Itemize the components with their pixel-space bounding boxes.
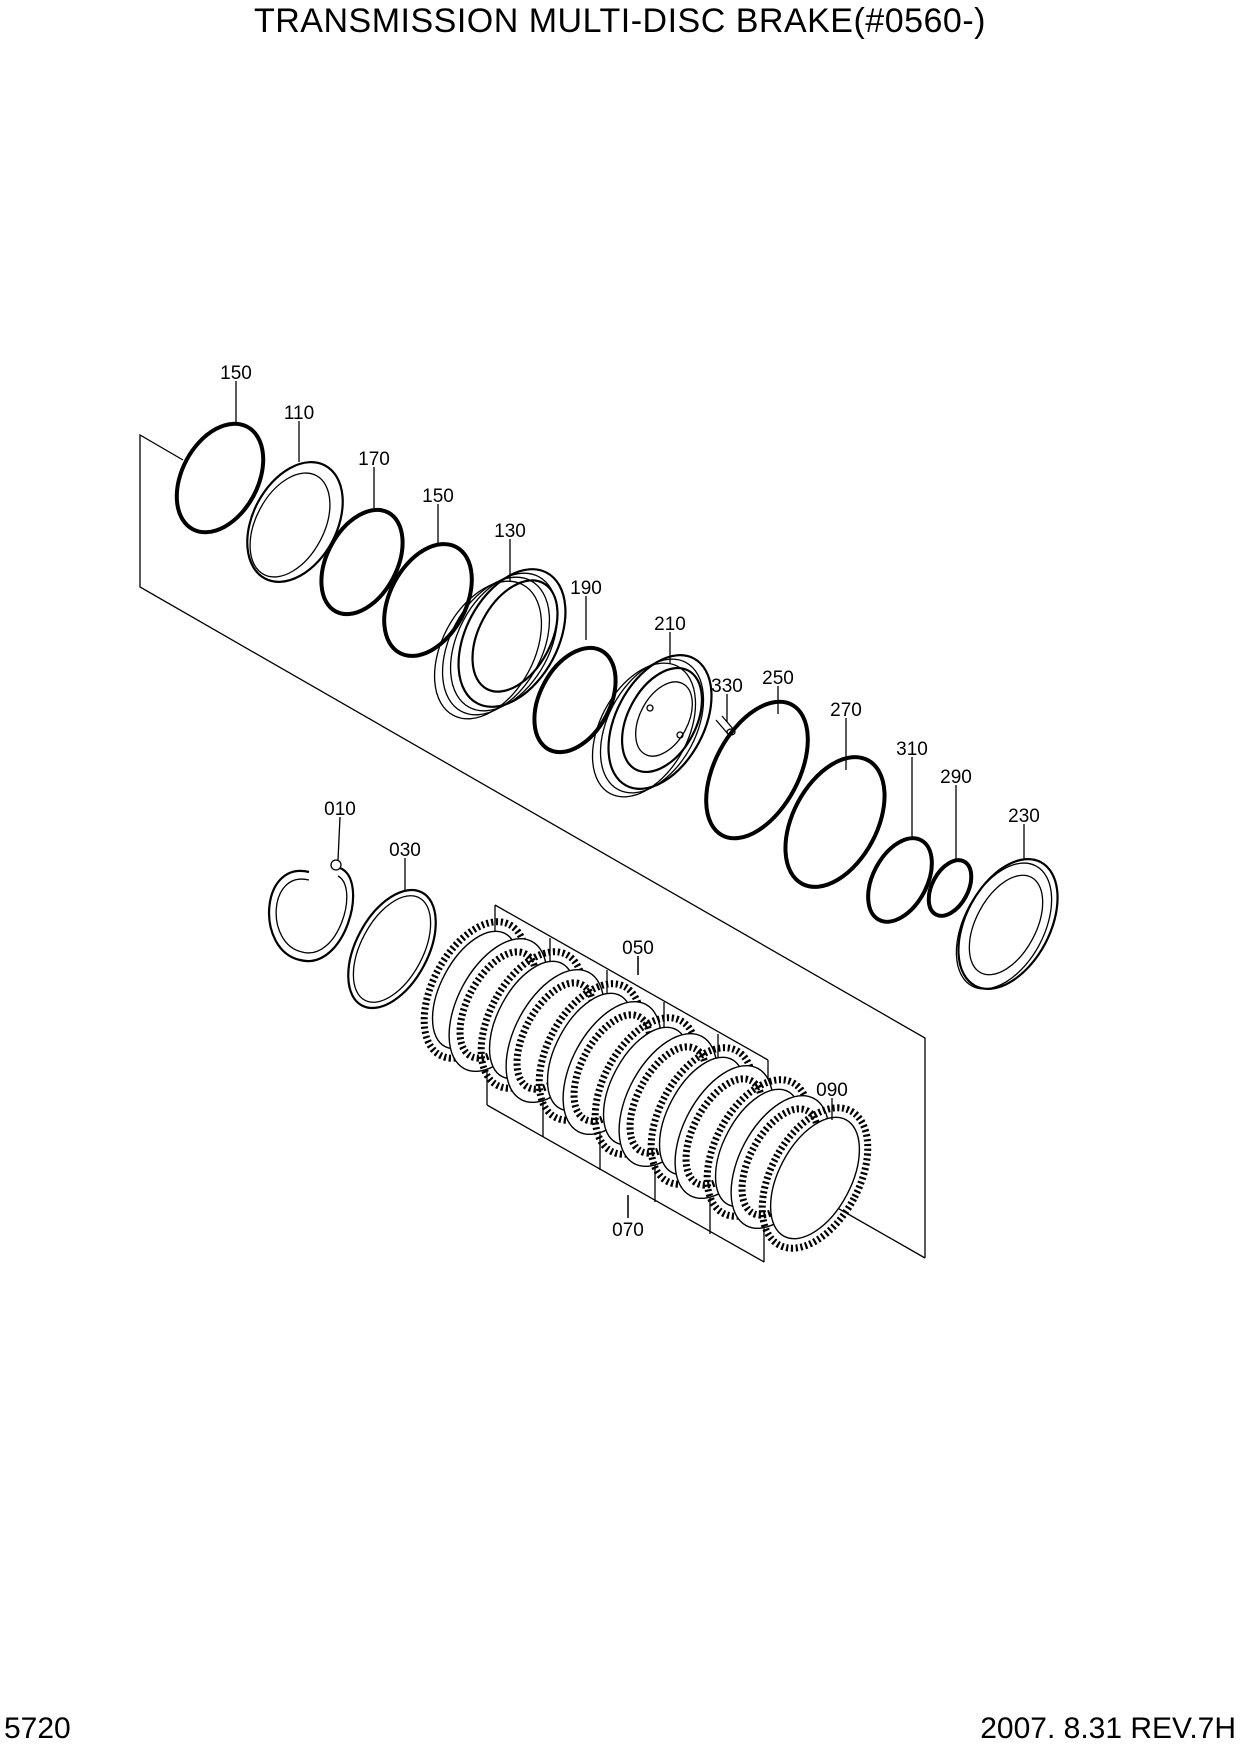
part-210-piston-housing[interactable]	[571, 638, 732, 814]
callout-330[interactable]: 330	[711, 676, 743, 697]
part-170-oring[interactable]	[305, 496, 419, 628]
part-010-snap-ring[interactable]	[268, 859, 355, 963]
page-number: 5720	[4, 1712, 71, 1745]
callout-labels: 150 110 170 150 130 190 210 330 250 270 …	[220, 363, 1040, 1241]
end-plate-090[interactable]	[740, 1090, 889, 1266]
callout-310[interactable]: 310	[896, 739, 928, 760]
part-290-oring[interactable]	[920, 853, 980, 923]
callout-190[interactable]: 190	[570, 578, 602, 599]
revision-stamp: 2007. 8.31 REV.7H	[980, 1712, 1236, 1745]
callout-110[interactable]: 110	[284, 403, 314, 424]
callout-050[interactable]: 050	[622, 938, 654, 959]
part-150-oring-2[interactable]	[366, 529, 489, 671]
callout-030[interactable]: 030	[389, 840, 421, 861]
callout-090[interactable]: 090	[816, 1080, 848, 1101]
callout-270[interactable]: 270	[830, 700, 862, 721]
part-130-piston[interactable]	[413, 551, 588, 737]
callout-250[interactable]: 250	[762, 668, 794, 689]
part-250-oring[interactable]	[685, 685, 829, 855]
part-150-oring[interactable]	[159, 409, 281, 547]
callout-070[interactable]: 070	[612, 1220, 644, 1241]
leader-lines	[235, 381, 1025, 1218]
part-110-ring[interactable]	[228, 446, 362, 598]
callout-290[interactable]: 290	[940, 767, 972, 788]
callout-130[interactable]: 130	[494, 521, 526, 542]
disc-pack-050-070-090[interactable]	[403, 905, 889, 1266]
callout-210[interactable]: 210	[654, 614, 686, 635]
callout-010[interactable]: 010	[324, 799, 356, 820]
callout-150-2[interactable]: 150	[422, 486, 454, 507]
callout-230[interactable]: 230	[1008, 806, 1040, 827]
part-270-oring[interactable]	[765, 740, 905, 903]
callout-170[interactable]: 170	[358, 449, 390, 470]
part-190-oring[interactable]	[518, 634, 632, 766]
part-230-thrust-washer[interactable]	[937, 842, 1078, 1005]
diagram-title: TRANSMISSION MULTI-DISC BRAKE(#0560-)	[253, 2, 986, 40]
callout-150[interactable]: 150	[220, 363, 252, 384]
part-310-oring[interactable]	[855, 828, 945, 933]
part-030-ring[interactable]	[330, 876, 454, 1023]
